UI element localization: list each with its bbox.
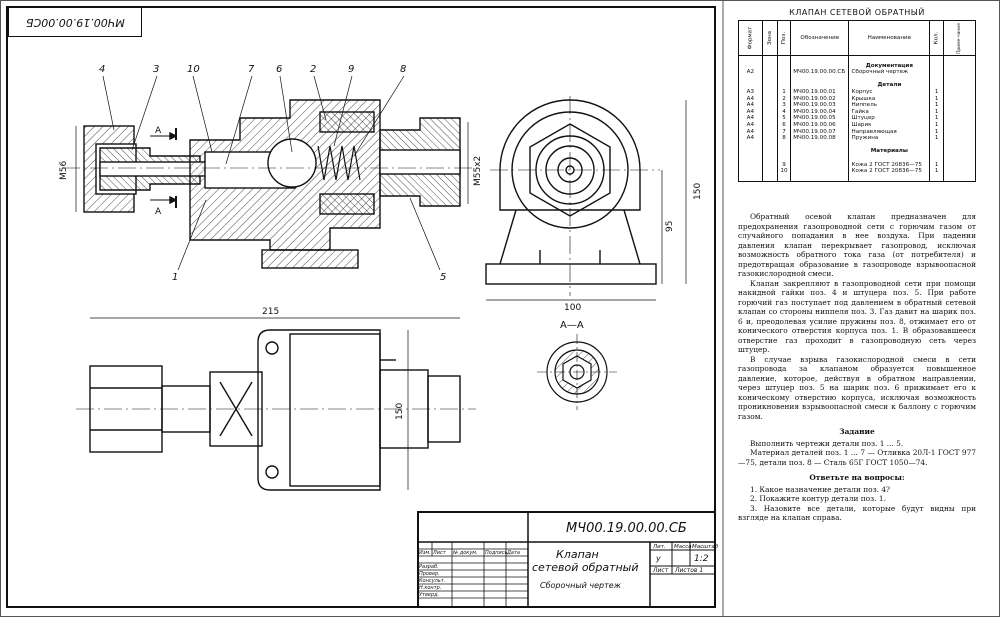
- pos-label: 5: [440, 272, 446, 283]
- task-heading: Задание: [839, 427, 875, 436]
- description-text: Обратный осевой клапан предназначен для …: [738, 212, 976, 523]
- pos-label: 4: [99, 64, 105, 75]
- dim-m56: M56: [59, 161, 69, 180]
- title-block: [417, 511, 716, 608]
- dim-215: 215: [262, 307, 279, 317]
- dim-100: 100: [564, 303, 581, 313]
- sheets-label: Листов 1: [674, 567, 703, 574]
- section-a-a-view: [537, 334, 617, 410]
- row-label: Лист: [432, 550, 447, 556]
- specification: КЛАПАН СЕТЕВОЙ ОБРАТНЫЙ Формат Зона Поз.…: [738, 8, 977, 183]
- front-section-view: [62, 75, 478, 271]
- pos-label: 8: [400, 64, 406, 75]
- sheet-label: Лист: [652, 567, 669, 574]
- section-mark: А: [155, 126, 162, 136]
- paragraph: Обратный осевой клапан предназначен для …: [738, 212, 976, 278]
- row-label: Дата: [506, 550, 520, 556]
- question: 2. Покажите контур детали поз. 1.: [750, 494, 886, 503]
- dim-150: 150: [693, 183, 703, 200]
- pos-label: 1: [172, 272, 178, 283]
- question: 3. Назовите все детали, которые будут ви…: [738, 503, 976, 523]
- dim-150b: 150: [395, 403, 405, 420]
- scale-value: 1:2: [694, 554, 709, 564]
- row-label: № докум.: [452, 550, 478, 556]
- col-designation: Обозначение: [790, 20, 850, 56]
- title-block-name: сетевой обратный: [532, 561, 639, 574]
- title-block-name: Клапан: [556, 548, 599, 561]
- rotated-code-stamp: МЧ00.19.00.00СБ: [8, 7, 142, 37]
- col-note: Приме-чание: [956, 22, 962, 55]
- spec-title: КЛАПАН СЕТЕВОЙ ОБРАТНЫЙ: [789, 8, 925, 17]
- dim-95: 95: [665, 221, 675, 232]
- pos-label: 3: [153, 64, 159, 75]
- question: 1. Какое назначение детали поз. 4?: [750, 484, 891, 494]
- task-text: Выполнить чертежи детали поз. 1 ... 5.: [750, 438, 904, 448]
- scale-label: Масштаб: [692, 544, 719, 550]
- side-view: [485, 96, 687, 301]
- section-heading: Материалы: [848, 148, 931, 155]
- pos-label: 6: [276, 64, 282, 75]
- col-format: Формат: [747, 26, 754, 50]
- col-qty: Кол.: [933, 31, 940, 45]
- lit-value: у: [655, 554, 661, 563]
- col-zone: Зона: [766, 30, 773, 46]
- top-view: [76, 317, 476, 491]
- row-label: Изм.: [419, 550, 431, 556]
- lit-label: Лит.: [652, 544, 666, 550]
- dimension-labels: M56 M55x2 А А: [59, 126, 483, 217]
- col-name: Наименование: [848, 20, 931, 56]
- section-title: А—А: [560, 320, 584, 331]
- paragraph: В случае взрыва газокислородной смеси в …: [738, 354, 976, 421]
- title-block-doc-type: Сборочный чертеж: [540, 581, 622, 590]
- questions-heading: Ответьте на вопросы:: [809, 473, 905, 482]
- mass-label: Масса: [674, 544, 692, 550]
- row-label: Подпись: [485, 550, 508, 556]
- section-mark: А: [155, 207, 162, 217]
- task-text: Материал деталей поз. 1 ... 7 — Отливка …: [738, 448, 976, 467]
- title-block-code: МЧ00.19.00.00.СБ: [566, 521, 687, 536]
- pos-label: 2: [310, 64, 316, 75]
- pos-label: 9: [348, 64, 354, 75]
- role-label: Н.контр.: [419, 585, 441, 591]
- role-label: Разраб.: [419, 564, 439, 570]
- role-label: Утверд.: [419, 592, 439, 598]
- position-labels: 4 3 10 7 6 2 9 8 1 5: [99, 64, 446, 283]
- spec-table: Формат Зона Поз. Обозначение Наименовани…: [738, 20, 977, 183]
- role-label: Провер.: [419, 571, 440, 577]
- paragraph: Клапан закрепляют в газопроводной сети п…: [738, 278, 976, 355]
- pos-label: 7: [248, 64, 255, 75]
- section-heading: Детали: [848, 82, 931, 89]
- section-heading: Документация: [848, 62, 931, 70]
- spec-header-row: Формат Зона Поз. Обозначение Наименовани…: [738, 20, 977, 56]
- col-pos: Поз.: [780, 31, 787, 45]
- dim-m55: M55x2: [473, 156, 483, 186]
- pos-label: 10: [187, 64, 200, 75]
- role-label: Консульт.: [419, 578, 445, 584]
